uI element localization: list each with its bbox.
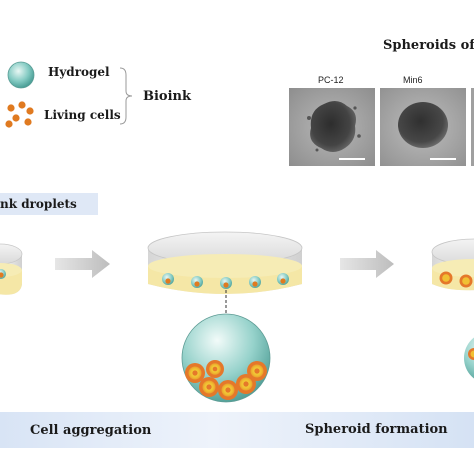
process-step-bar: Cell aggregation Spheroid formation (0, 412, 474, 448)
magnified-droplet (181, 313, 271, 403)
legend: Hydrogel Living cells Bioink (0, 55, 200, 135)
micrograph-label-pc12: PC-12 (318, 75, 344, 85)
micrograph-partial (471, 88, 474, 166)
micrograph-label-min6: Min6 (403, 75, 423, 85)
micrograph-pc12 (289, 88, 375, 166)
step-label-box: nk droplets (0, 193, 98, 215)
hydrogel-icon (7, 61, 35, 89)
legend-brace (119, 67, 133, 125)
magnified-spheroid-partial (464, 337, 474, 379)
arrow-right-icon (55, 250, 110, 278)
bioink-droplets (162, 273, 289, 289)
hydrogel-label: Hydrogel (48, 65, 110, 79)
bioink-label: Bioink (143, 89, 191, 104)
step-spheroid-formation: Spheroid formation (305, 422, 448, 437)
arrow-right-icon (340, 250, 394, 278)
petri-dish-left (0, 243, 23, 295)
spheroids-title: Spheroids of (383, 38, 474, 53)
micrograph-min6 (380, 88, 466, 166)
process-diagram (0, 231, 474, 403)
step-cell-aggregation: Cell aggregation (30, 423, 152, 438)
living-cells-icon (5, 101, 34, 128)
living-cells-label: Living cells (44, 108, 121, 122)
step-label: nk droplets (0, 197, 77, 211)
aggregated-cells (185, 360, 267, 400)
petri-dish-right (431, 238, 474, 291)
petri-dish-middle (147, 231, 303, 314)
